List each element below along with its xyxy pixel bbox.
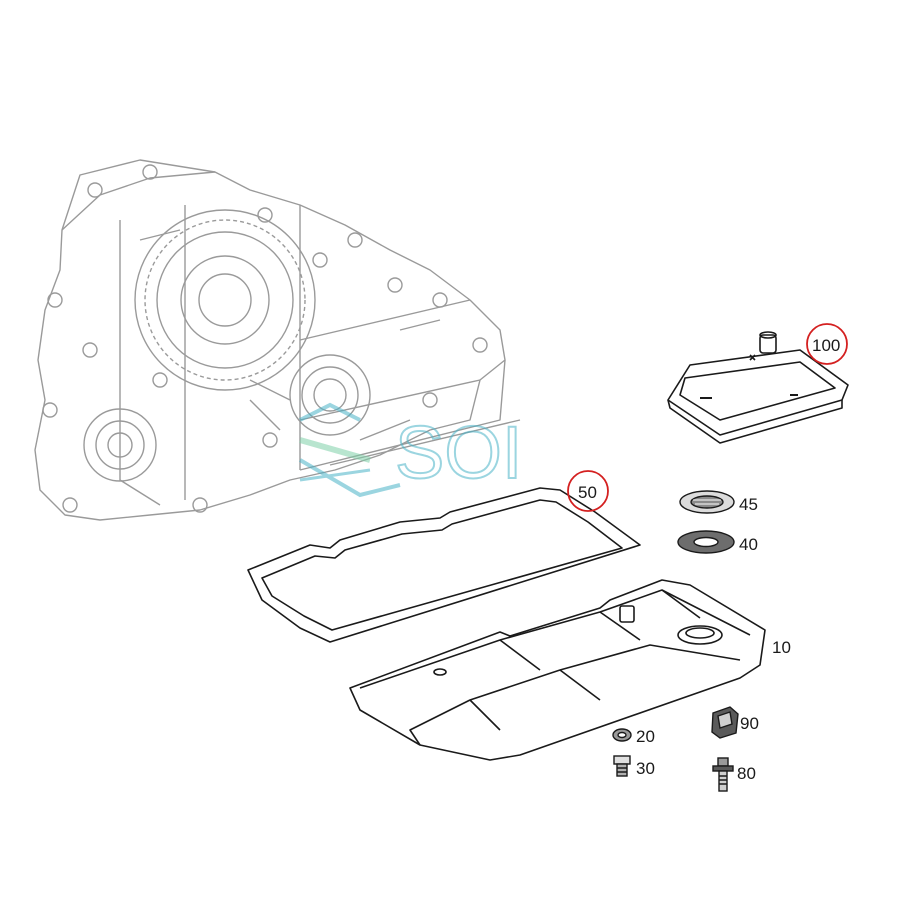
part-label-20: 20 (636, 727, 655, 746)
part-label-100: 100 (812, 336, 840, 355)
part-label-80: 80 (737, 764, 756, 783)
part-seal-ring (677, 530, 735, 554)
part-oil-pan (349, 579, 766, 761)
part-label-40: 40 (739, 535, 758, 554)
part-gasket (247, 487, 641, 643)
part-label-50: 50 (578, 483, 597, 502)
transmission-housing (34, 159, 521, 521)
watermark-text: SOI (395, 411, 522, 494)
part-magnet (679, 490, 735, 514)
part-bolt (712, 757, 734, 792)
part-small-seal (612, 728, 632, 742)
highlight-circle-100 (806, 323, 848, 365)
part-label-90: 90 (740, 714, 759, 733)
part-drain-plug (613, 755, 631, 777)
part-bracket (711, 706, 739, 739)
part-label-45: 45 (739, 495, 758, 514)
watermark-logo: SOI (298, 402, 523, 498)
part-label-10: 10 (772, 638, 791, 657)
highlight-circle-50 (567, 470, 609, 512)
part-filter (667, 331, 849, 444)
part-label-30: 30 (636, 759, 655, 778)
